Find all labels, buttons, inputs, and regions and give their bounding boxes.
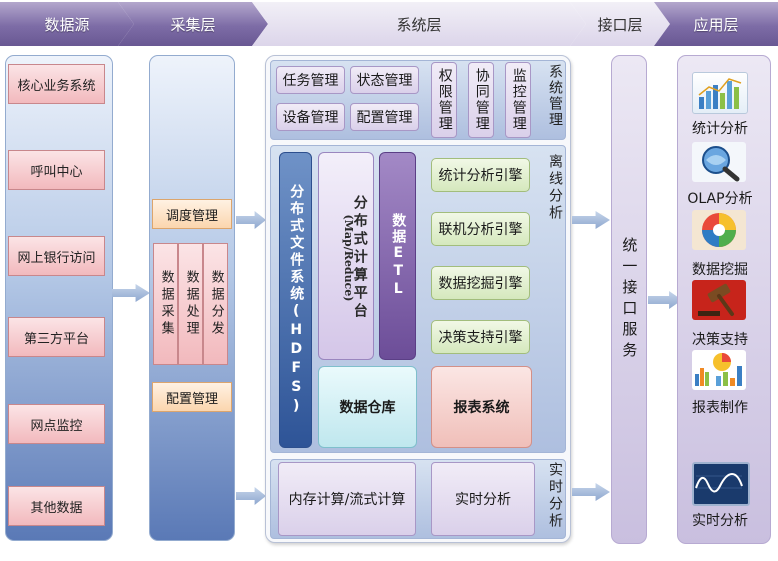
mapreduce-box: 分布式计算平台 (Map/Reduce) <box>318 152 374 360</box>
side-label-text: 实时分析 <box>547 462 563 530</box>
hdfs-label: 分布式文件系统(HDFS) <box>288 183 305 417</box>
mgmt-label: 任务管理 <box>282 73 339 89</box>
header-tab-interface-layer: 接口层 <box>570 2 670 46</box>
device-management: 设备管理 <box>276 103 345 131</box>
decision-support-engine: 决策支持引擎 <box>431 320 530 354</box>
header-tab-data-source: 数据源 <box>0 2 134 46</box>
memory-label: 内存计算/流式计算 <box>288 492 406 508</box>
arrow-icon <box>572 483 610 501</box>
data-process-box: 数据处理 <box>178 243 203 365</box>
config-management: 配置管理 <box>350 103 419 131</box>
data-collect-box: 数据采集 <box>153 243 178 365</box>
magnifier-globe-icon <box>692 142 746 182</box>
source-label: 呼叫中心 <box>30 164 83 180</box>
mapreduce-subtitle: (Map/Reduce) <box>342 214 355 302</box>
source-call-center: 呼叫中心 <box>8 150 105 190</box>
side-label-text: 离线分析 <box>547 154 563 222</box>
source-third-party: 第三方平台 <box>8 317 105 357</box>
header-tab-label: 应用层 <box>693 15 739 34</box>
header-tab-label: 接口层 <box>597 15 643 34</box>
mgmt-label: 协同管理 <box>473 68 490 132</box>
source-label: 网点监控 <box>30 418 83 434</box>
monitor-wave-icon <box>692 462 750 506</box>
gavel-icon <box>692 280 746 320</box>
data-mining-engine: 数据挖掘引擎 <box>431 266 530 300</box>
app-label-olap: OLAP分析 <box>687 191 753 207</box>
source-label: 其他数据 <box>30 500 83 516</box>
data-distribute-label: 数据分发 <box>208 270 224 338</box>
app-label-realtime: 实时分析 <box>692 513 748 529</box>
engine-label: 统计分析引擎 <box>438 168 523 184</box>
mapreduce-title: 分布式计算平台 <box>351 195 368 321</box>
arrow-icon <box>112 284 150 302</box>
data-source-panel <box>5 55 113 541</box>
app-label-data-mining: 数据挖掘 <box>692 262 748 278</box>
arrow-icon <box>236 211 266 229</box>
olap-engine: 联机分析引擎 <box>431 212 530 246</box>
header-tab-application-layer: 应用层 <box>654 2 778 46</box>
realtime-analysis-label: 实时分析 <box>545 462 565 538</box>
header-tab-collection-layer: 采集层 <box>118 2 268 46</box>
mgmt-label: 权限管理 <box>436 68 453 132</box>
source-core-business: 核心业务系统 <box>8 64 105 104</box>
task-management: 任务管理 <box>276 66 345 94</box>
etl-label: 数据ETL <box>390 213 407 299</box>
memory-stream-computing: 内存计算/流式计算 <box>278 462 416 536</box>
offline-analysis-label: 离线分析 <box>545 154 565 234</box>
arrow-icon <box>236 487 266 505</box>
source-other-data: 其他数据 <box>8 486 105 526</box>
mgmt-label: 状态管理 <box>356 73 413 89</box>
source-label: 核心业务系统 <box>17 78 96 94</box>
arrow-icon <box>572 211 610 229</box>
data-distribute-box: 数据分发 <box>203 243 228 365</box>
permission-management: 权限管理 <box>431 62 457 138</box>
data-process-label: 数据处理 <box>183 270 199 338</box>
realtime-analysis-box: 实时分析 <box>431 462 535 536</box>
data-collect-label: 数据采集 <box>158 270 174 338</box>
source-label: 第三方平台 <box>23 331 89 347</box>
app-label-statistics: 统计分析 <box>692 121 748 137</box>
monitoring-management: 监控管理 <box>505 62 531 138</box>
app-label-decision-support: 决策支持 <box>692 332 748 348</box>
hdfs-box: 分布式文件系统(HDFS) <box>279 152 312 448</box>
engine-label: 数据挖掘引擎 <box>438 276 523 292</box>
header-tab-label: 系统层 <box>396 15 442 34</box>
engine-label: 决策支持引擎 <box>438 330 523 346</box>
scheduling-management: 调度管理 <box>152 199 232 229</box>
mgmt-label: 设备管理 <box>282 110 339 126</box>
source-online-banking: 网上银行访问 <box>8 236 105 276</box>
unified-interface-service: 统一接口服务 <box>611 55 647 544</box>
side-label-text: 系统管理 <box>547 64 563 128</box>
warehouse-label: 数据仓库 <box>339 400 396 416</box>
mgmt-label: 配置管理 <box>356 110 413 126</box>
config-label: 配置管理 <box>165 391 218 407</box>
mgmt-label: 监控管理 <box>510 68 527 132</box>
status-management: 状态管理 <box>350 66 419 94</box>
engine-label: 联机分析引擎 <box>438 222 523 238</box>
bar-chart-icon <box>692 72 748 114</box>
reporting-label: 报表系统 <box>453 400 510 416</box>
interface-label: 统一接口服务 <box>620 236 639 363</box>
header-tab-label: 数据源 <box>44 15 90 34</box>
source-branch-monitoring: 网点监控 <box>8 404 105 444</box>
report-charts-icon <box>692 350 746 390</box>
app-label-reporting: 报表制作 <box>692 400 748 416</box>
header-tab-label: 采集层 <box>170 15 216 34</box>
source-label: 网上银行访问 <box>17 250 96 266</box>
system-management-label: 系统管理 <box>545 64 565 140</box>
header-tab-system-layer: 系统层 <box>252 2 586 46</box>
scheduling-label: 调度管理 <box>165 208 218 224</box>
collaboration-management: 协同管理 <box>468 62 494 138</box>
collection-config-management: 配置管理 <box>152 382 232 412</box>
reporting-system: 报表系统 <box>431 366 532 448</box>
etl-box: 数据ETL <box>379 152 416 360</box>
realtime-label: 实时分析 <box>455 492 511 508</box>
pie-wheel-icon <box>692 210 746 250</box>
data-warehouse: 数据仓库 <box>318 366 417 448</box>
stats-analysis-engine: 统计分析引擎 <box>431 158 530 192</box>
